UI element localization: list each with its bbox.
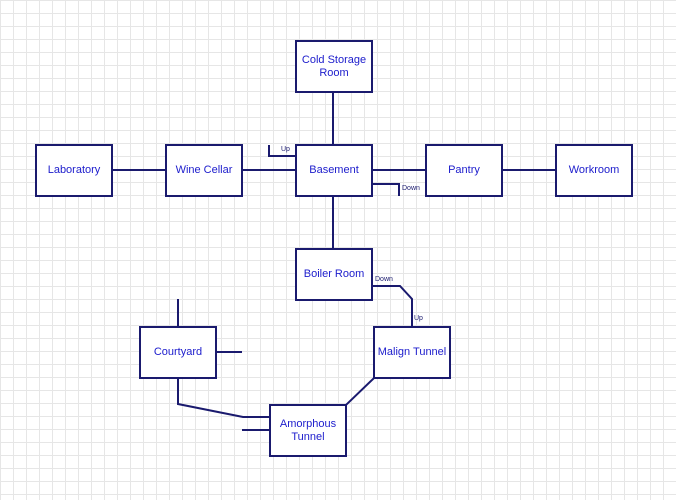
room-amorphous-tunnel[interactable]: Amorphous Tunnel bbox=[269, 404, 347, 457]
connector-malign-amorphous bbox=[345, 377, 375, 406]
connector-courtyard-amorphous bbox=[177, 378, 270, 418]
room-label: Laboratory bbox=[47, 164, 101, 176]
stub-basement-down bbox=[372, 183, 400, 196]
room-label: Workroom bbox=[568, 164, 620, 176]
room-laboratory[interactable]: Laboratory bbox=[35, 144, 113, 197]
exit-label-boiler-down: Down bbox=[375, 276, 393, 283]
exit-label-malign-up: Up bbox=[414, 315, 423, 322]
room-malign-tunnel[interactable]: Malign Tunnel bbox=[373, 326, 451, 379]
room-label: Courtyard bbox=[153, 346, 203, 358]
room-pantry[interactable]: Pantry bbox=[425, 144, 503, 197]
room-basement[interactable]: Basement bbox=[295, 144, 373, 197]
exit-label-basement-down: Down bbox=[402, 185, 420, 192]
connector-boiler-down-malign-up bbox=[372, 285, 413, 327]
room-label: Wine Cellar bbox=[175, 164, 233, 176]
room-wine-cellar[interactable]: Wine Cellar bbox=[165, 144, 243, 197]
room-label: Pantry bbox=[448, 164, 480, 176]
room-label: Malign Tunnel bbox=[377, 346, 447, 358]
room-label: Amorphous Tunnel bbox=[279, 417, 337, 443]
stub-basement-up bbox=[268, 145, 296, 157]
room-label: Boiler Room bbox=[303, 268, 365, 280]
exit-label-basement-up: Up bbox=[281, 146, 290, 153]
room-cold-storage[interactable]: Cold Storage Room bbox=[295, 40, 373, 93]
room-boiler-room[interactable]: Boiler Room bbox=[295, 248, 373, 301]
room-workroom[interactable]: Workroom bbox=[555, 144, 633, 197]
room-label: Cold Storage Room bbox=[301, 53, 367, 79]
room-courtyard[interactable]: Courtyard bbox=[139, 326, 217, 379]
room-label: Basement bbox=[309, 164, 359, 176]
